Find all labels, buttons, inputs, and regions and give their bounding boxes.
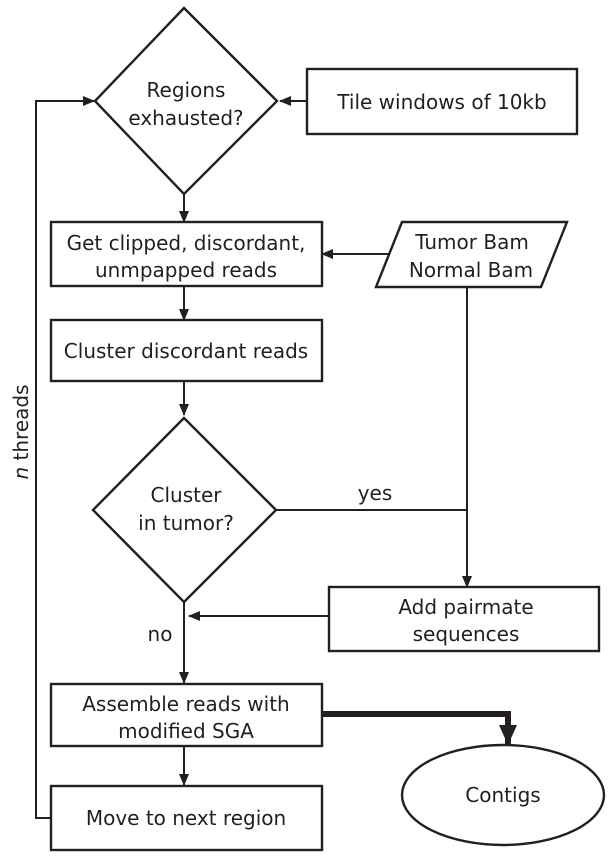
regions-exhausted-line1: Regions [147,78,226,102]
contigs-label: Contigs [465,783,540,807]
node-add-pairmate: Add pairmate sequences [327,585,601,653]
loop-label-threads: threads [9,384,33,466]
node-bam-input: Tumor Bam Normal Bam [374,220,569,289]
cluster-in-tumor-line1: Cluster [151,483,223,507]
regions-exhausted-line2: exhausted? [128,106,243,130]
cluster-in-tumor-line2: in tumor? [138,511,234,535]
assemble-reads-line1: Assemble reads with [82,692,289,716]
edges [35,96,517,819]
tile-windows-label: Tile windows of 10kb [336,90,546,114]
next-region-label: Move to next region [86,806,286,830]
bam-input-line1: Tumor Bam [414,230,529,254]
edge-assemble-to-contigs [322,711,517,745]
node-regions-exhausted: Regions exhausted? [93,6,279,196]
get-reads-line2: unmpapped reads [95,258,277,282]
bam-input-line2: Normal Bam [409,258,533,282]
cluster-reads-label: Cluster discordant reads [64,339,308,363]
node-contigs: Contigs [400,743,606,847]
add-pairmate-line2: sequences [413,622,520,646]
node-get-reads: Get clipped, discordant, unmpapped reads [49,220,324,288]
node-tile-windows: Tile windows of 10kb [305,67,579,136]
node-next-region: Move to next region [49,784,324,852]
add-pairmate-line1: Add pairmate [398,595,533,619]
loop-label: n threads [9,384,33,479]
edge-loop-back [35,96,95,819]
node-assemble-reads: Assemble reads with modified SGA [49,682,324,748]
node-cluster-in-tumor: Cluster in tumor? [91,416,278,604]
node-cluster-reads: Cluster discordant reads [49,318,324,383]
get-reads-line1: Get clipped, discordant, [67,231,306,255]
loop-label-n: n [9,467,33,480]
yes-label: yes [358,481,393,505]
no-label: no [148,622,173,646]
assemble-reads-line2: modified SGA [118,719,254,743]
